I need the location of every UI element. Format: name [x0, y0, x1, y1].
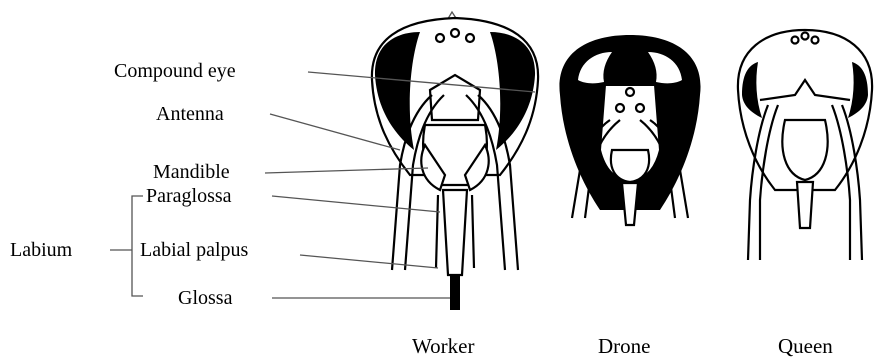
label-mandible: Mandible [153, 161, 230, 183]
drone-proboscis [622, 183, 638, 225]
leader-paraglossa [272, 196, 440, 212]
label-compound-eye: Compound eye [114, 60, 236, 82]
caption-drone: Drone [598, 334, 650, 358]
label-labial-palpus: Labial palpus [140, 239, 249, 261]
label-glossa: Glossa [178, 287, 233, 309]
drone-head [559, 35, 700, 225]
worker-glossa [450, 275, 460, 310]
drone-ocellus-top [626, 88, 634, 96]
leader-mandible [265, 168, 428, 173]
drone-labrum [611, 150, 649, 182]
drone-ocellus-left [616, 104, 624, 112]
worker-ocellus-left [436, 34, 444, 42]
queen-proboscis [797, 182, 813, 228]
leader-labial-palpus [300, 255, 438, 268]
queen-ocellus-left [792, 37, 799, 44]
label-labium: Labium [10, 239, 73, 261]
queen-head [738, 30, 872, 260]
caption-worker: Worker [412, 334, 474, 358]
worker-ocellus-right [466, 34, 474, 42]
queen-ocellus-right [812, 37, 819, 44]
queen-ocellus-top [802, 33, 809, 40]
label-paraglossa: Paraglossa [146, 185, 232, 207]
caption-queen: Queen [778, 334, 833, 358]
worker-proboscis [443, 190, 467, 275]
worker-head [372, 12, 538, 310]
label-antenna: Antenna [156, 103, 224, 125]
drone-ocellus-right [636, 104, 644, 112]
worker-ocellus-top [451, 29, 459, 37]
